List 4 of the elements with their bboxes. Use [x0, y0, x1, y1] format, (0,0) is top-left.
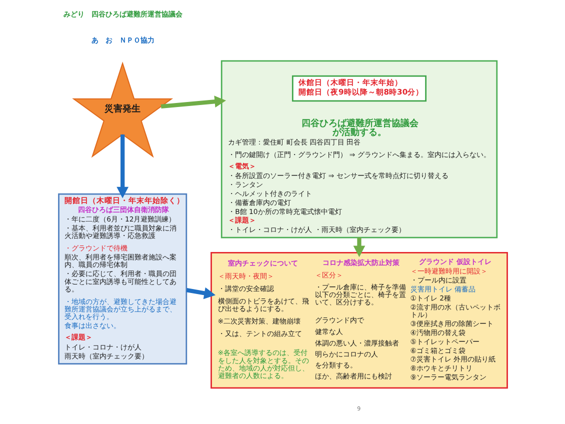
- arrow: [186, 287, 216, 300]
- arrow: [160, 96, 226, 109]
- arrow: [116, 134, 128, 198]
- arrow: [352, 238, 365, 258]
